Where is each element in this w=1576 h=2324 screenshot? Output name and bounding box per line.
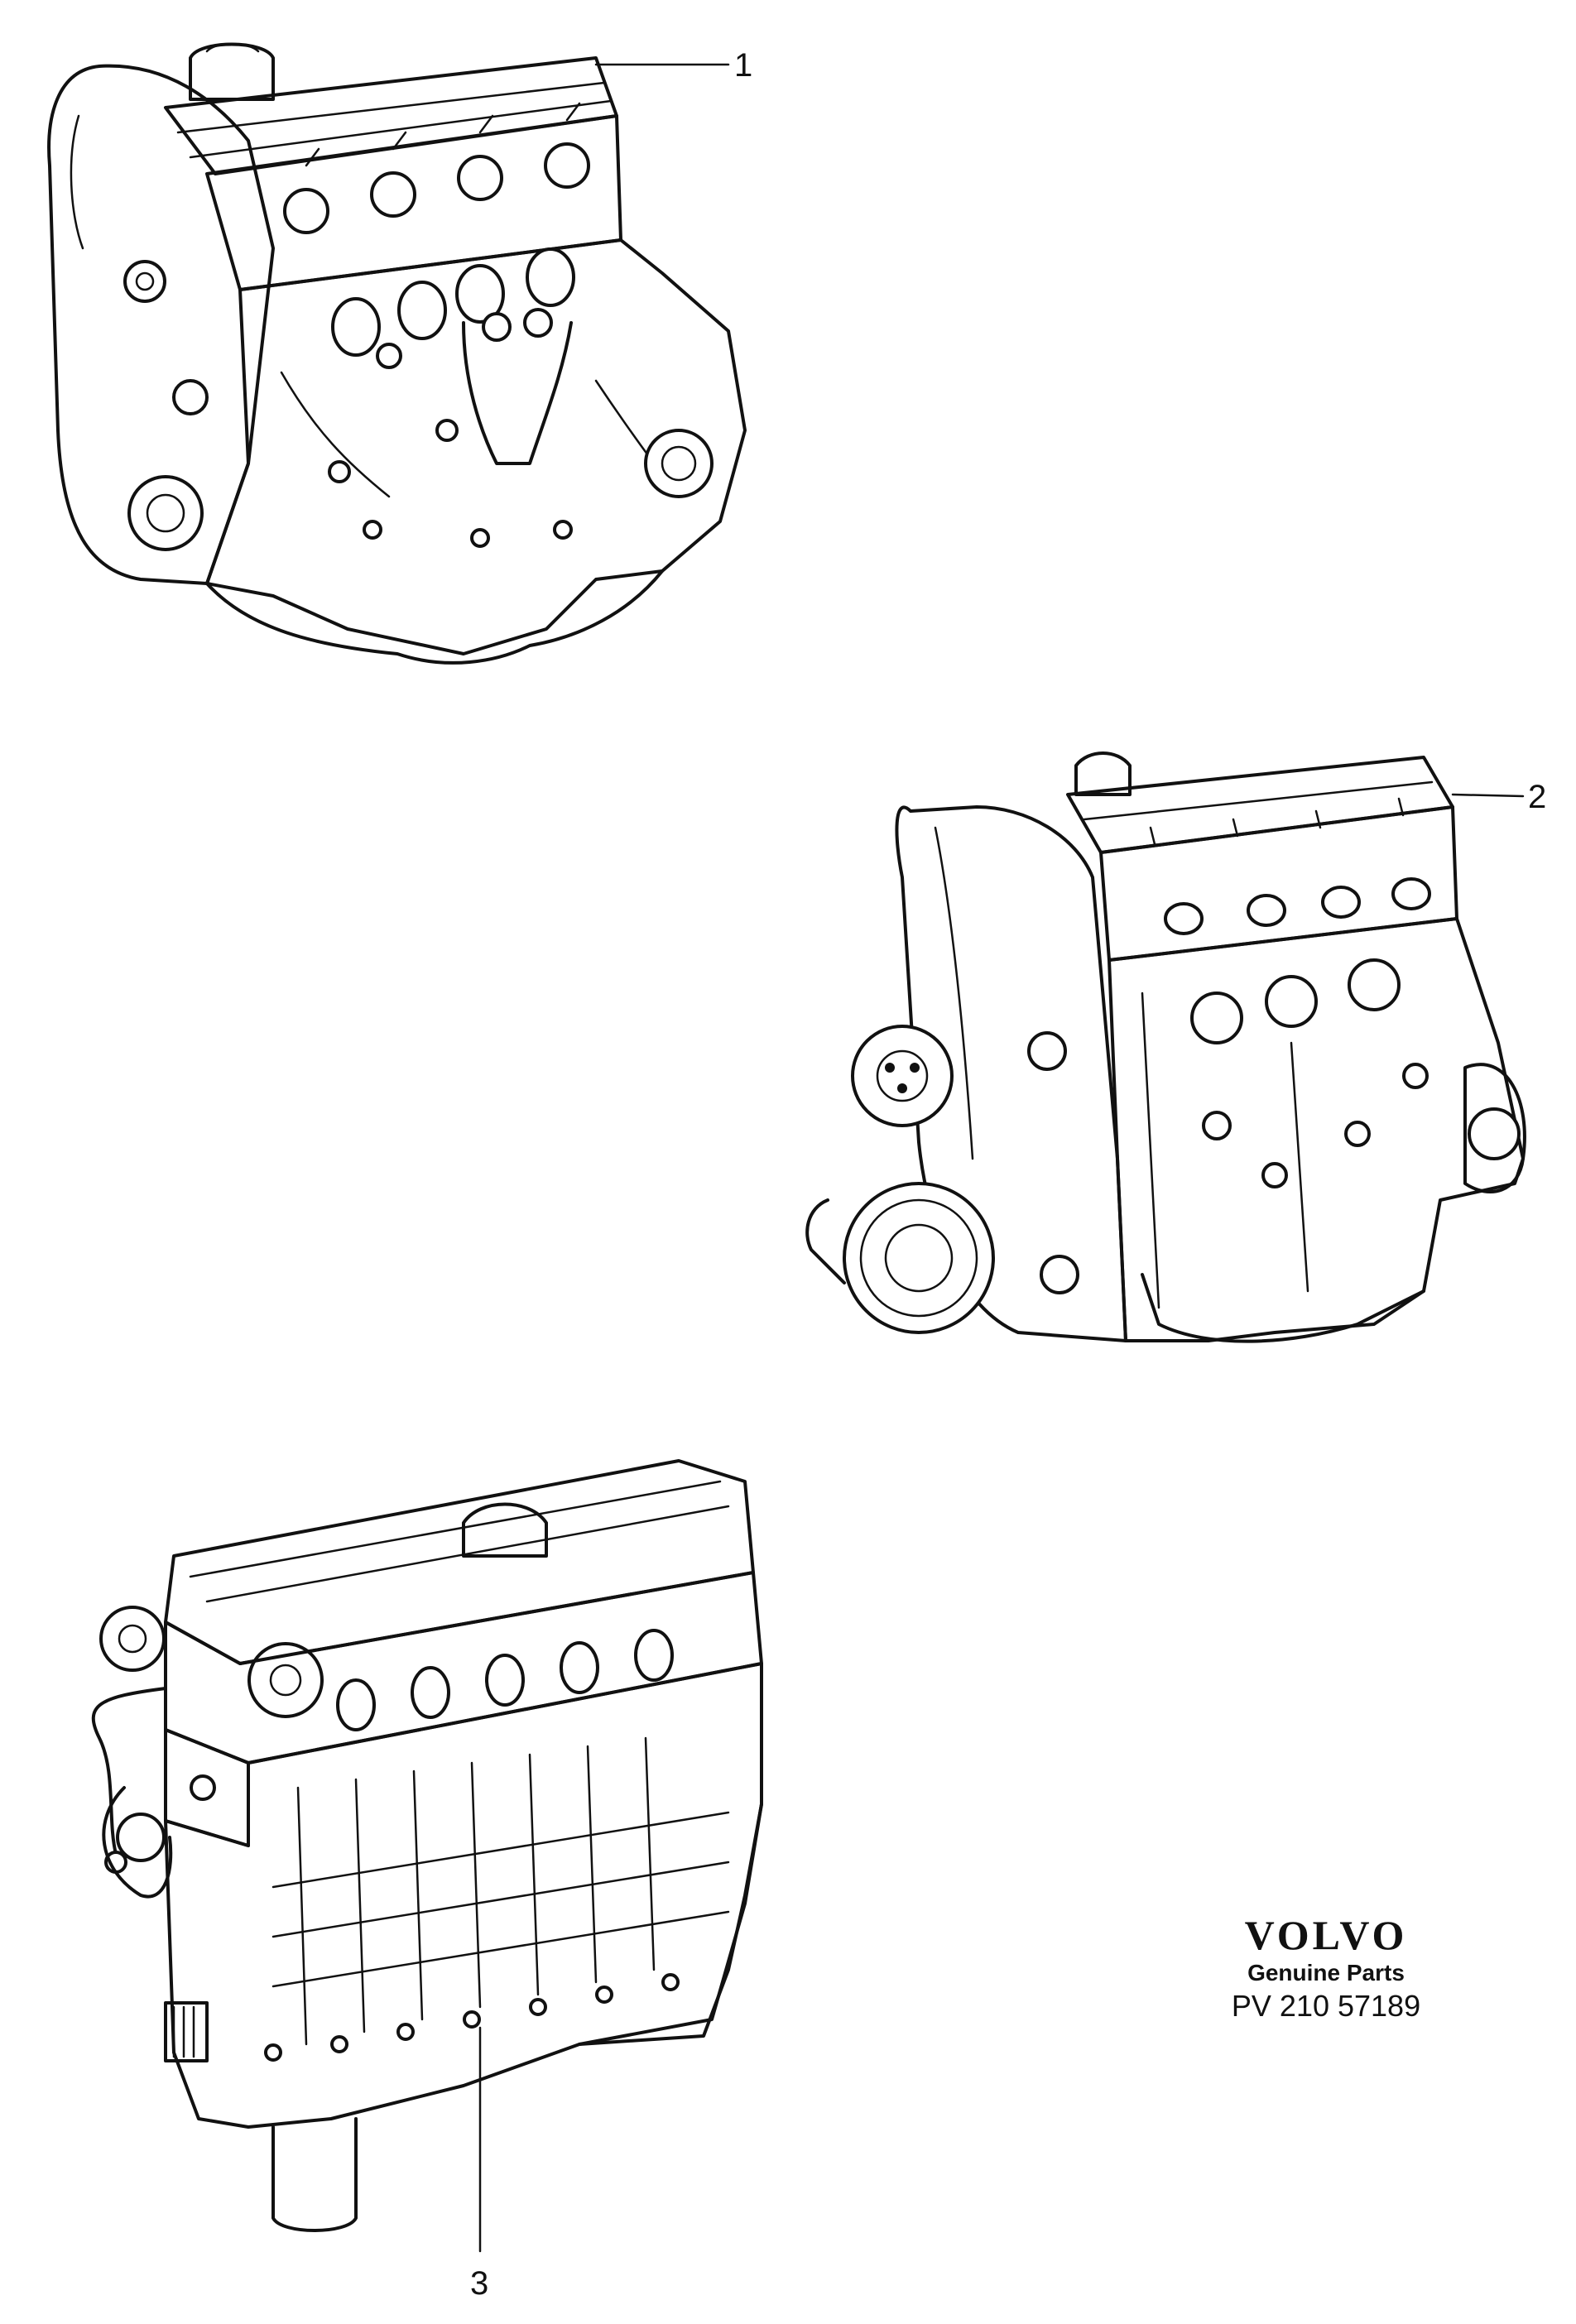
engine-four-cylinder-icon <box>805 751 1526 1343</box>
callout-2-label: 2 <box>1528 779 1546 815</box>
engine-1-illustration: 1 <box>47 42 752 665</box>
volvo-logo: VOLVO <box>1244 1912 1408 1958</box>
diagram-code: PV 210 57189 <box>1231 1989 1421 2023</box>
engine-2-illustration: 2 <box>805 751 1546 1343</box>
callout-1-label: 1 <box>734 47 752 84</box>
brand-tagline: Genuine Parts <box>1247 1960 1405 1985</box>
engine-3-illustration: 3 <box>91 1459 763 2302</box>
callout-3-label: 3 <box>470 2265 488 2302</box>
brand-block: VOLVO Genuine Parts PV 210 57189 <box>1202 1912 1450 2024</box>
engine-four-cylinder-icon <box>47 42 747 665</box>
engine-six-cylinder-icon <box>91 1459 763 2232</box>
